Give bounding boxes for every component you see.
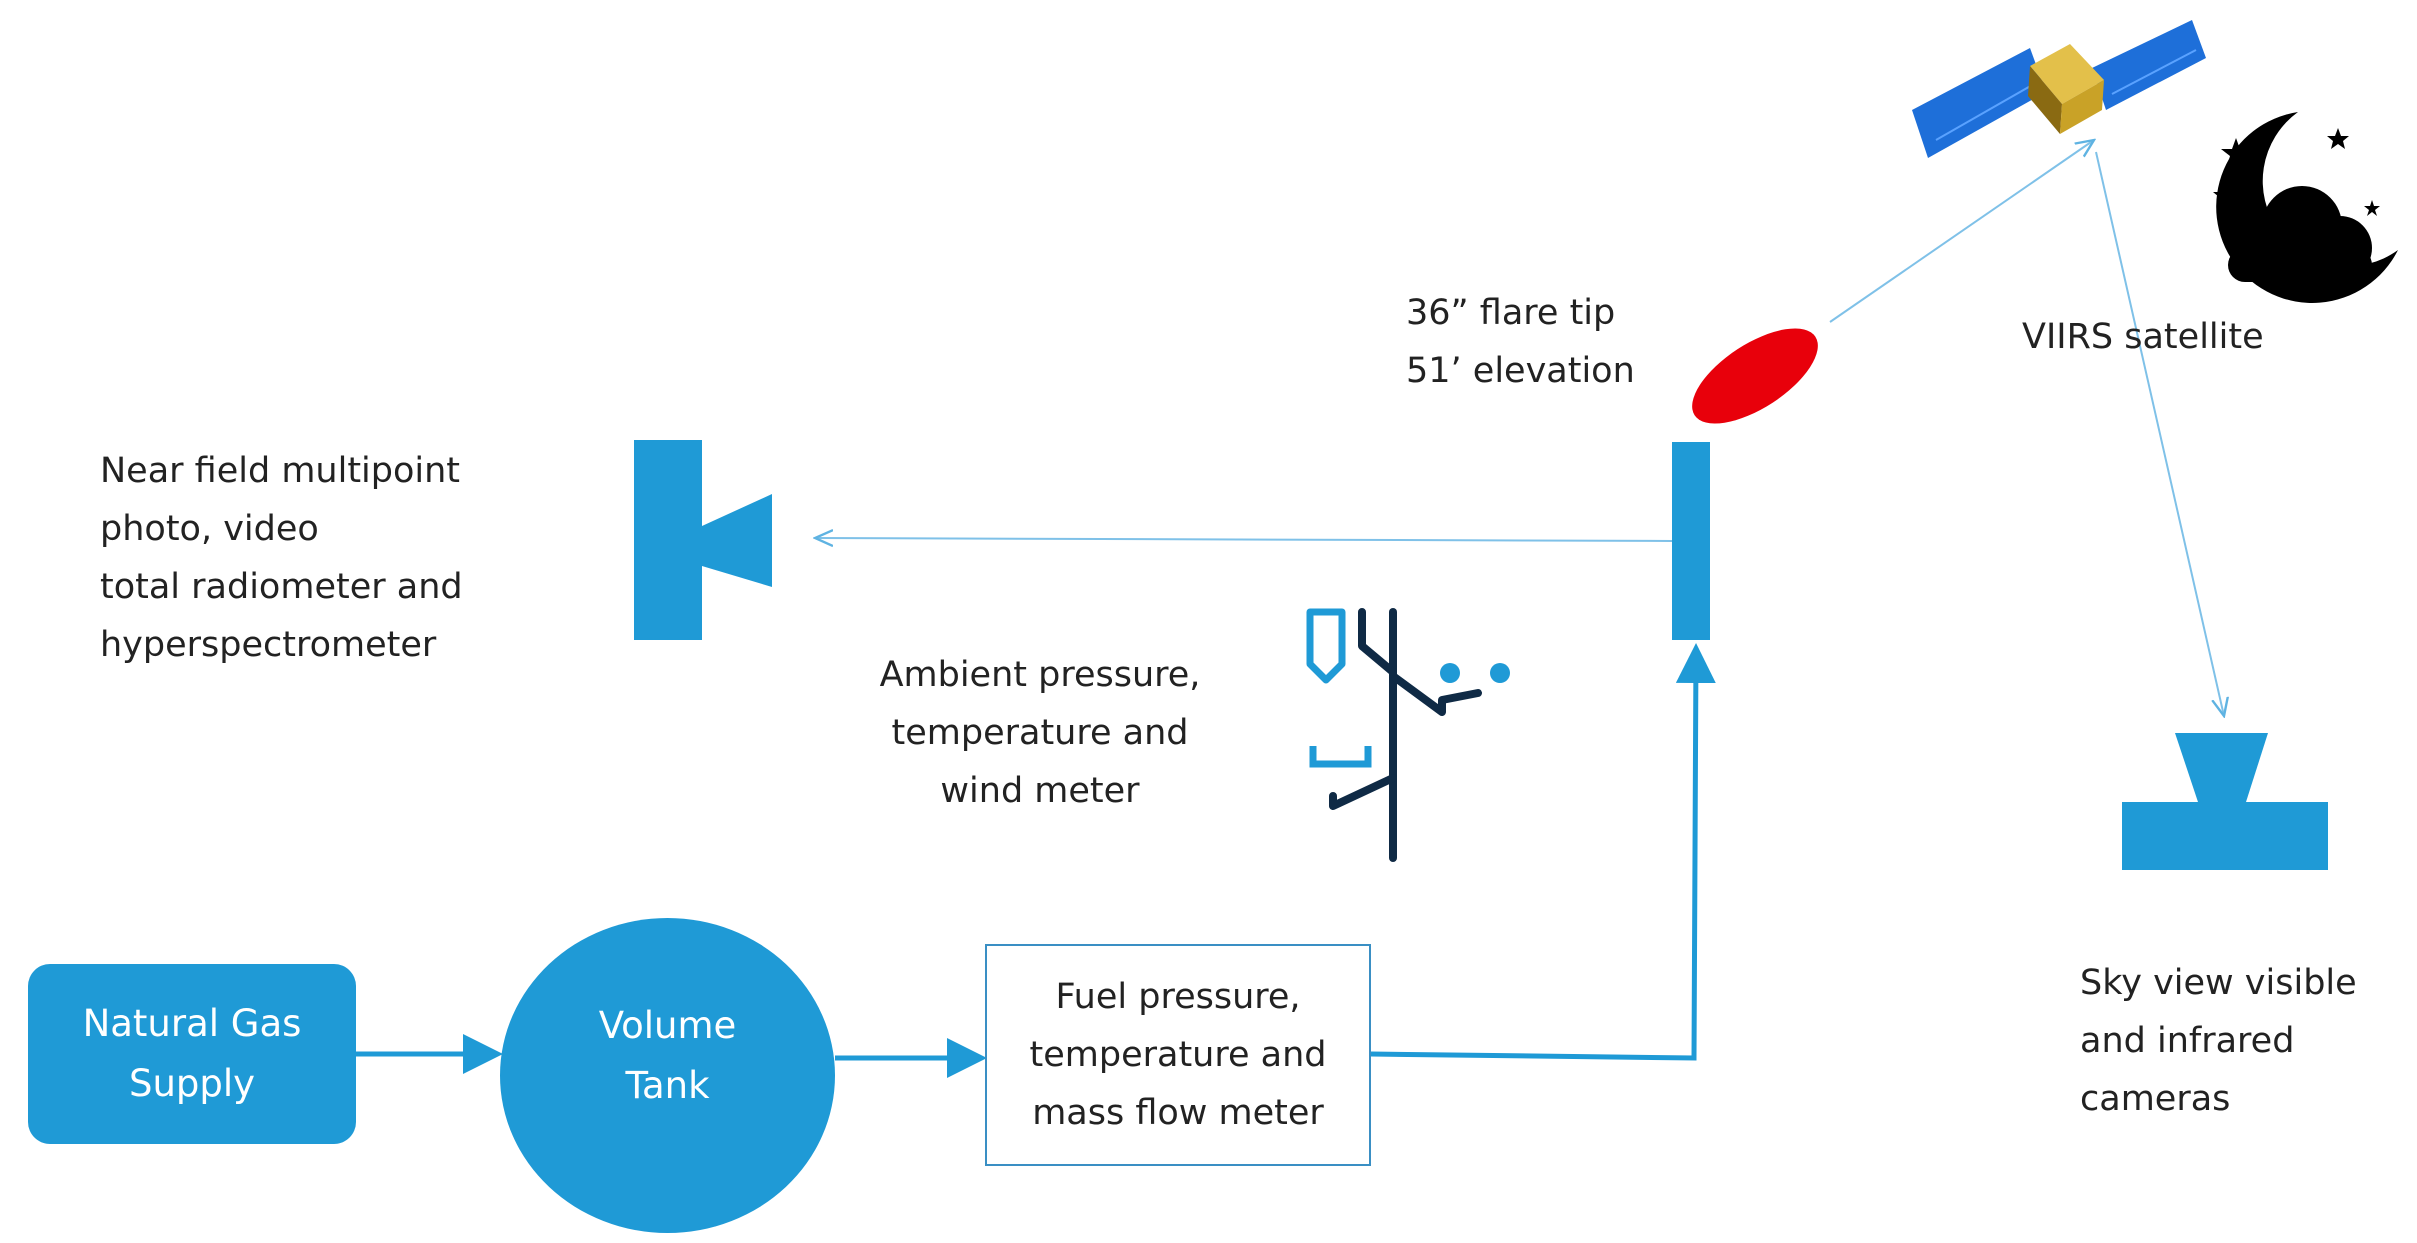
satellite-label: VIIRS satellite xyxy=(2022,317,2264,357)
supply-label: Natural Gas Supply xyxy=(82,1002,302,1105)
flare-flame-icon xyxy=(1692,328,1818,424)
meter-to-flare-arrow xyxy=(1370,643,1716,1061)
flare-to-camera-line xyxy=(815,538,1673,541)
weather-station-icon xyxy=(1329,608,1482,862)
camera-icon xyxy=(2122,733,2328,870)
volume-tank-circle xyxy=(500,918,835,1233)
near-field-label: Near field multipoint photo, video total… xyxy=(100,451,463,665)
meter-label: Fuel pressure, temperature and mass flow… xyxy=(1029,977,1327,1133)
moon-cloud-icon xyxy=(2213,112,2398,303)
satellite-icon xyxy=(1912,20,2206,158)
flame-to-satellite-line xyxy=(1829,140,2094,323)
near-field-camera-icon xyxy=(634,440,772,640)
flare-stack xyxy=(1672,442,1710,640)
weather-station-sensors xyxy=(1306,608,1510,768)
tank-label: Volume Tank xyxy=(598,1004,737,1107)
flare-tip-label: 36” flare tip 51’ elevation xyxy=(1406,293,1635,391)
ambient-label: Ambient pressure, temperature and wind m… xyxy=(879,655,1201,811)
natural-gas-supply-box xyxy=(28,964,356,1144)
sky-view-label: Sky view visible and infrared cameras xyxy=(2080,963,2357,1119)
satellite-to-sky-camera-line xyxy=(2095,151,2224,716)
fuel-meter-box xyxy=(985,944,1371,1166)
